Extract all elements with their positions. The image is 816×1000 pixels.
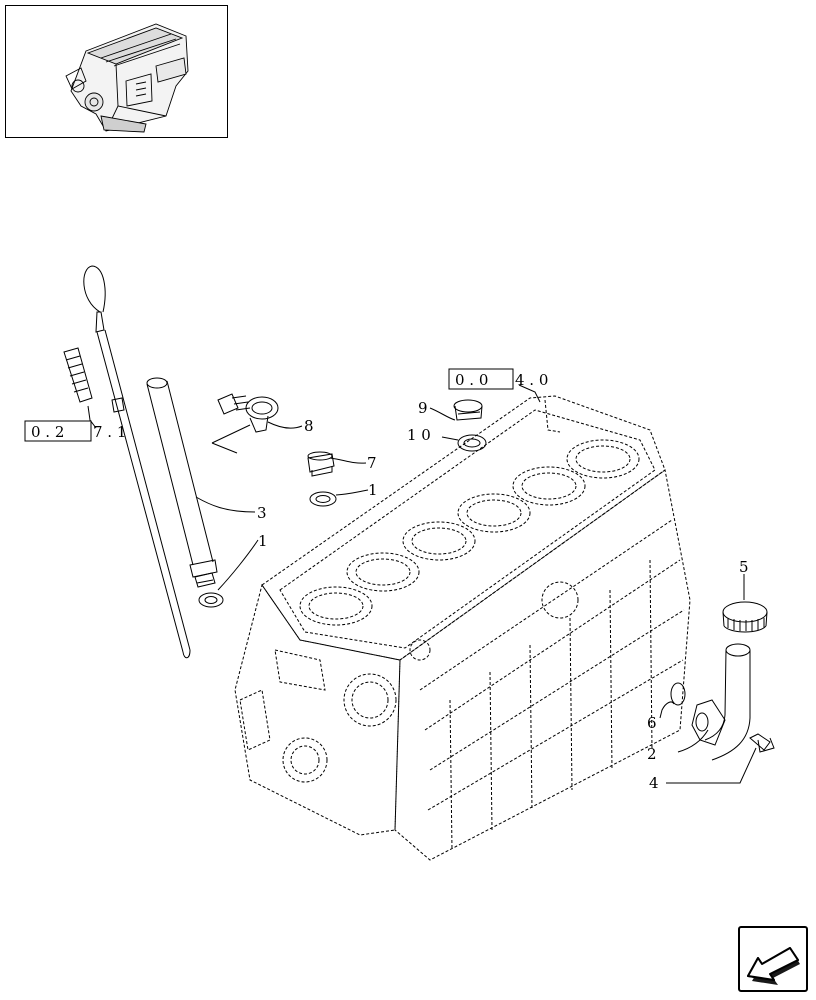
reference-box-text: 0 . 2 bbox=[31, 423, 64, 441]
filler-elbow-pipe bbox=[691, 643, 751, 761]
callout-10[interactable]: 1 0 bbox=[407, 426, 431, 444]
callout-1-upper[interactable]: 1 bbox=[368, 481, 378, 499]
o-ring bbox=[670, 682, 686, 706]
flange-bolt bbox=[749, 733, 775, 753]
sealing-washer-lower bbox=[198, 592, 224, 608]
callout-4[interactable]: 4 bbox=[649, 774, 659, 792]
clamp-leader-lines bbox=[211, 424, 251, 454]
reference-0-0-4-0[interactable]: 0 . 0 4 . 0 bbox=[448, 368, 548, 390]
guide-tube bbox=[146, 377, 218, 588]
sealing-washer-upper bbox=[309, 491, 337, 507]
previous-page-arrow-icon bbox=[747, 947, 800, 985]
engine-thumbnail-icon bbox=[65, 23, 189, 133]
drain-plug bbox=[307, 451, 335, 477]
callout-1-lower[interactable]: 1 bbox=[258, 532, 268, 550]
engine-block bbox=[234, 395, 691, 861]
reference-tail-text: 7 . 1 bbox=[93, 423, 126, 441]
callout-6[interactable]: 6 bbox=[647, 714, 657, 732]
engine-thumbnail-frame[interactable] bbox=[5, 5, 228, 138]
previous-page-button[interactable] bbox=[738, 926, 808, 992]
sealing-washer-plug bbox=[457, 434, 487, 452]
callout-5[interactable]: 5 bbox=[739, 558, 749, 576]
threaded-plug bbox=[453, 399, 483, 421]
dipstick-sleeve bbox=[63, 347, 93, 403]
callout-leaders bbox=[87, 384, 757, 784]
callout-8[interactable]: 8 bbox=[304, 417, 314, 435]
callout-3[interactable]: 3 bbox=[257, 504, 267, 522]
reference-box-text: 0 . 0 bbox=[455, 371, 488, 389]
filler-cap bbox=[722, 601, 768, 633]
reference-tail-text: 4 . 0 bbox=[515, 371, 548, 389]
tube-clamp bbox=[217, 393, 279, 433]
dipstick bbox=[83, 265, 191, 659]
callout-7[interactable]: 7 bbox=[367, 454, 377, 472]
callout-9[interactable]: 9 bbox=[418, 399, 428, 417]
callout-2[interactable]: 2 bbox=[647, 745, 657, 763]
reference-0-2-7-1[interactable]: 0 . 2 7 . 1 bbox=[24, 420, 126, 442]
